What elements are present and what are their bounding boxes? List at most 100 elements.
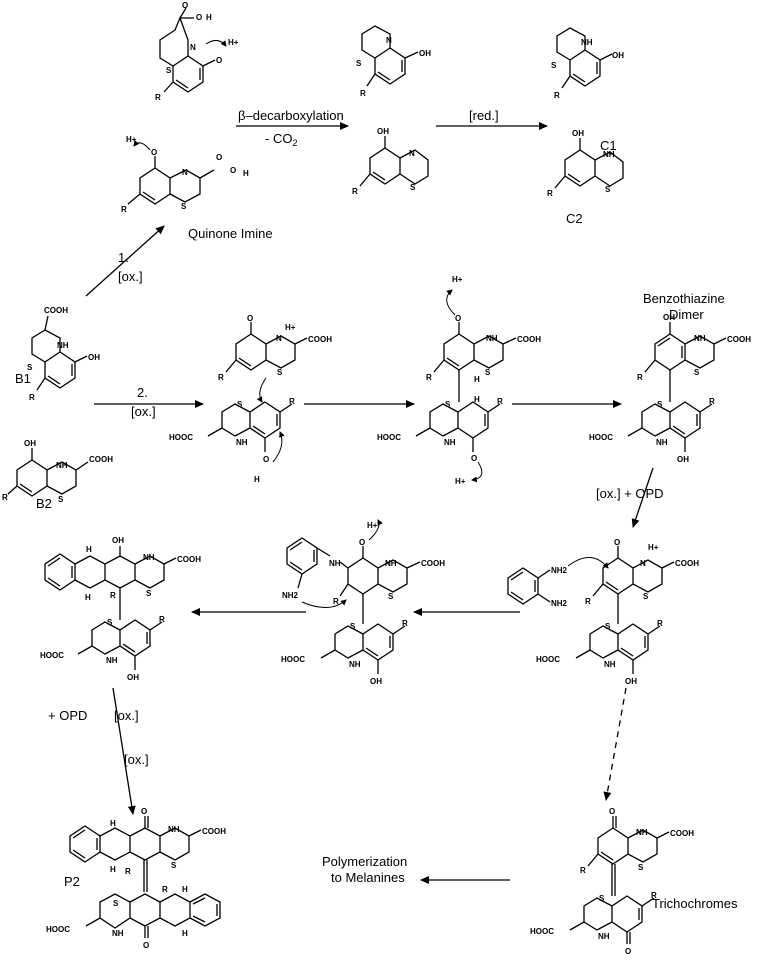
svg-text:R: R: [333, 597, 339, 606]
svg-text:N: N: [386, 36, 392, 45]
svg-text:NH: NH: [56, 461, 68, 470]
svg-text:H: H: [110, 819, 116, 828]
svg-text:H: H: [85, 593, 91, 602]
svg-text:H: H: [474, 395, 480, 404]
svg-text:S: S: [445, 400, 451, 409]
svg-text:S: S: [277, 368, 283, 377]
svg-text:R: R: [497, 397, 503, 406]
svg-text:OH: OH: [419, 49, 431, 58]
svg-text:N: N: [182, 168, 188, 177]
svg-text:R: R: [585, 597, 591, 606]
svg-text:O: O: [455, 314, 461, 323]
arrow-to-trichochromes: [603, 687, 627, 801]
svg-text:NH: NH: [385, 559, 397, 568]
svg-text:S: S: [27, 363, 33, 372]
arrow-to-p2: [112, 687, 136, 815]
svg-text:HOOC: HOOC: [46, 925, 70, 934]
quinone-imine-top-structure: O O H N S O R H+: [155, 1, 239, 102]
svg-text:COOH: COOH: [89, 455, 113, 464]
mechanism-intermediate-2-structure: O NH S R COOH H+ H H S NH R HOOC O H+: [377, 275, 541, 486]
svg-text:NH: NH: [329, 559, 341, 568]
b1-structure: COOH NH S OH R: [27, 306, 100, 402]
step2-number: 2.: [137, 385, 148, 400]
ox-label-a: [ox.]: [114, 708, 139, 723]
svg-text:S: S: [643, 592, 649, 601]
svg-text:S: S: [171, 861, 177, 870]
svg-text:R: R: [121, 205, 127, 214]
svg-text:S: S: [410, 183, 416, 192]
svg-text:HOOC: HOOC: [589, 433, 613, 442]
arrow-dimer-ox-opd: [631, 467, 654, 528]
svg-text:H+: H+: [228, 38, 239, 47]
svg-text:S: S: [657, 400, 663, 409]
svg-text:COOH: COOH: [202, 827, 226, 836]
svg-text:R: R: [289, 397, 295, 406]
minus-co2-label: - CO2: [265, 131, 297, 148]
svg-text:S: S: [388, 592, 394, 601]
svg-text:S: S: [166, 66, 172, 75]
svg-text:S: S: [599, 894, 605, 903]
svg-text:NH: NH: [598, 932, 610, 941]
svg-text:O: O: [151, 148, 157, 157]
svg-text:HOOC: HOOC: [281, 655, 305, 664]
svg-text:N: N: [640, 559, 646, 568]
svg-text:S: S: [181, 202, 187, 211]
svg-text:NH: NH: [112, 929, 124, 938]
svg-text:O: O: [230, 166, 236, 175]
svg-text:R: R: [162, 885, 168, 894]
svg-text:NH: NH: [694, 334, 706, 343]
svg-text:R: R: [637, 373, 643, 382]
svg-text:H: H: [182, 929, 188, 938]
svg-text:HOOC: HOOC: [536, 655, 560, 664]
svg-text:H+: H+: [648, 543, 659, 552]
c2-label: C2: [566, 211, 583, 226]
svg-text:COOH: COOH: [675, 559, 699, 568]
svg-text:COOH: COOH: [177, 555, 201, 564]
svg-text:OH: OH: [677, 455, 689, 464]
beta-decarboxylation-label: β–decarboxylation: [238, 108, 344, 123]
c1-structure: NH S OH R: [551, 27, 624, 100]
svg-text:S: S: [485, 368, 491, 377]
svg-text:NH: NH: [656, 438, 668, 447]
svg-text:R: R: [547, 189, 553, 198]
svg-text:HOOC: HOOC: [40, 651, 64, 660]
svg-text:N: N: [276, 334, 282, 343]
svg-text:NH: NH: [581, 38, 593, 47]
svg-text:NH: NH: [444, 438, 456, 447]
svg-text:OH: OH: [24, 439, 36, 448]
svg-text:H+: H+: [452, 275, 463, 284]
svg-text:NH: NH: [168, 825, 180, 834]
svg-text:OH: OH: [370, 677, 382, 686]
svg-text:S: S: [694, 368, 700, 377]
quinone-imine-label: Quinone Imine: [188, 226, 273, 241]
svg-text:O: O: [625, 947, 631, 956]
svg-text:S: S: [146, 589, 152, 598]
svg-text:NH2: NH2: [282, 591, 299, 600]
svg-text:O: O: [143, 941, 149, 950]
b2-label: B2: [36, 496, 52, 511]
svg-text:NH: NH: [486, 334, 498, 343]
svg-text:COOH: COOH: [670, 829, 694, 838]
c1-label: C1: [600, 138, 617, 153]
reduction-label: [red.]: [469, 108, 499, 123]
svg-text:S: S: [605, 622, 611, 631]
polymerization-label-2: to Melanines: [331, 870, 405, 885]
trichochromes-structure: O NH S R COOH S NH R HOOC O: [530, 807, 694, 956]
svg-text:NH: NH: [604, 660, 616, 669]
svg-text:NH: NH: [236, 438, 248, 447]
svg-text:R: R: [360, 89, 366, 98]
svg-text:H: H: [474, 375, 480, 384]
svg-text:O: O: [141, 807, 147, 816]
svg-text:O: O: [263, 455, 269, 464]
svg-text:OH: OH: [625, 677, 637, 686]
benzothiazine-dimer-label-2: Dimer: [669, 307, 704, 322]
svg-text:HOOC: HOOC: [377, 433, 401, 442]
svg-text:S: S: [356, 59, 362, 68]
svg-text:S: S: [107, 618, 113, 627]
svg-text:OH: OH: [112, 536, 124, 545]
svg-text:O: O: [614, 538, 620, 547]
b1-label: B1: [15, 371, 31, 386]
svg-text:NH2: NH2: [551, 599, 568, 608]
svg-text:R: R: [2, 493, 8, 502]
